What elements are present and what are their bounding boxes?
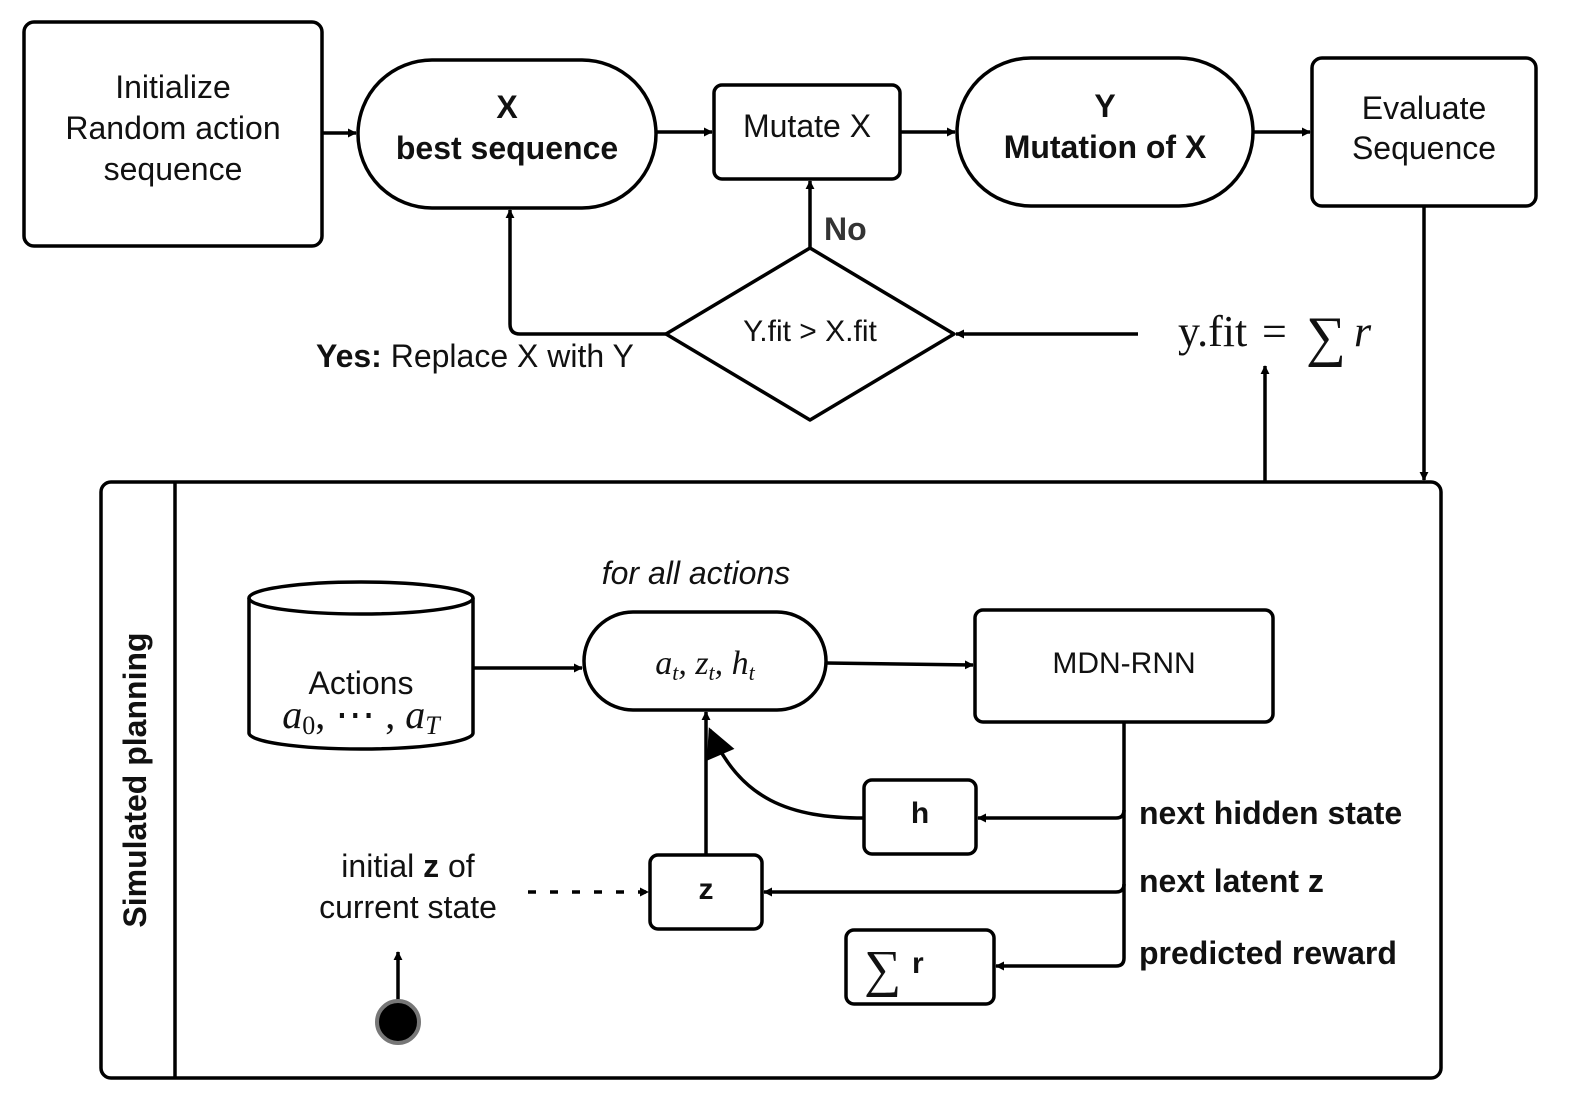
actions-dots: , ⋯ ,	[315, 692, 405, 737]
initialize-line2: Random action	[65, 110, 280, 146]
x-node-label: best sequence	[396, 130, 618, 166]
initial-bold-z: z	[423, 848, 439, 884]
mdn-rnn-box[interactable]: MDN-RNN	[973, 608, 1275, 724]
mdn-output-bus	[1115, 722, 1126, 968]
state-z: z	[694, 645, 708, 682]
initial-post: of	[439, 848, 475, 884]
state-h-sub: t	[749, 660, 756, 685]
state-h: h	[732, 645, 749, 682]
z-box-label: z	[699, 873, 714, 906]
output-reward-label: predicted reward	[1139, 935, 1397, 971]
actions-title: Actions	[309, 665, 414, 701]
panel-title: Simulated planning	[117, 632, 153, 927]
state-node-label: at, zt, ht	[655, 645, 755, 685]
h-box-label: h	[911, 797, 929, 830]
fitness-lhs: y.fit	[1178, 307, 1247, 356]
initial-z-line1: initial z of	[341, 848, 475, 884]
actions-aT: a	[405, 692, 425, 737]
arrow-mdn-to-z	[763, 883, 1126, 897]
state-a: a	[655, 645, 672, 682]
fitness-formula: y.fit = ∑ r	[1178, 306, 1372, 368]
state-sep-2: ,	[715, 645, 732, 682]
arrow-mdn-to-h	[977, 809, 1126, 823]
y-mutation-node[interactable]: Y Mutation of X	[955, 56, 1255, 208]
z-box[interactable]: z	[648, 853, 764, 931]
evaluate-sequence-box[interactable]: Evaluate Sequence	[1310, 56, 1538, 208]
x-best-sequence-node[interactable]: X best sequence	[356, 58, 658, 210]
fitness-eq: =	[1262, 307, 1287, 356]
arrow-h-to-state	[706, 727, 865, 820]
initial-pre: initial	[341, 848, 423, 884]
state-node[interactable]: at, zt, ht	[582, 610, 828, 712]
state-sep-1: ,	[678, 645, 695, 682]
fitness-r: r	[1354, 307, 1372, 356]
y-var-label: Y	[1094, 88, 1115, 124]
no-label: No	[824, 211, 867, 247]
actions-a0-sub: 0	[302, 711, 315, 740]
decision-diamond[interactable]: Y.fit > X.fit	[664, 246, 956, 422]
actions-range: a0, ⋯ , aT	[282, 692, 441, 740]
yes-label: Yes: Replace X with Y	[316, 338, 634, 374]
arrow-state-to-mdn	[825, 660, 974, 670]
arrow-decision-yes	[505, 209, 666, 336]
y-node-label: Mutation of X	[1004, 129, 1207, 165]
actions-a0: a	[282, 692, 302, 737]
evaluate-line1: Evaluate	[1362, 90, 1487, 126]
initial-z-line2: current state	[319, 889, 497, 925]
loop-label: for all actions	[602, 555, 791, 591]
initialize-line1: Initialize	[115, 69, 231, 105]
h-box[interactable]: h	[862, 778, 978, 856]
evaluate-line2: Sequence	[1352, 130, 1496, 166]
reward-sum-box[interactable]: ∑ r	[844, 928, 996, 1006]
mutate-x-box[interactable]: Mutate X	[712, 83, 902, 181]
output-latent-label: next latent z	[1139, 863, 1324, 899]
mutate-label: Mutate X	[743, 108, 871, 144]
state-z-sub: t	[709, 660, 716, 685]
start-node-icon	[375, 999, 421, 1045]
actions-database[interactable]: Actions a0, ⋯ , aT	[247, 580, 475, 751]
mdn-rnn-label: MDN-RNN	[1052, 647, 1195, 680]
reward-r: r	[912, 947, 924, 980]
initialize-box[interactable]: Initialize Random action sequence	[22, 20, 324, 248]
yes-label-bold: Yes:	[316, 338, 382, 374]
initialize-line3: sequence	[104, 151, 243, 187]
actions-aT-sub: T	[425, 711, 441, 740]
yes-label-rest: Replace X with Y	[382, 338, 634, 374]
reward-sigma: ∑	[864, 941, 901, 998]
decision-label: Y.fit > X.fit	[743, 315, 877, 348]
fitness-sigma: ∑	[1306, 306, 1346, 368]
state-a-sub: t	[672, 660, 679, 685]
output-hidden-label: next hidden state	[1139, 795, 1402, 831]
x-var-label: X	[496, 89, 518, 125]
